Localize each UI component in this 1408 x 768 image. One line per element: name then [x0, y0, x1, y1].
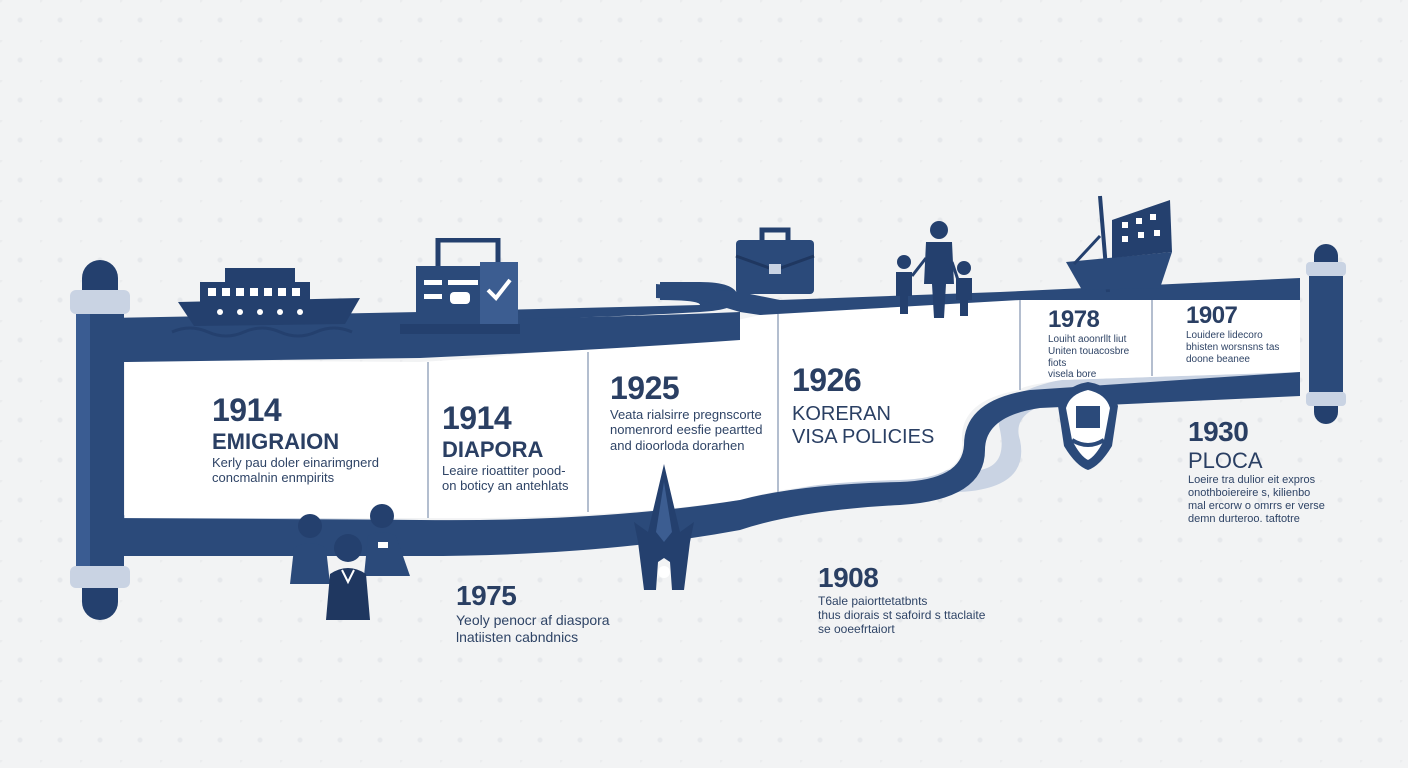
event-title: EMIGRAION — [212, 429, 340, 454]
event-1914-emigration: 1914 EMIGRAION Kerly pau doler einarimgn… — [212, 392, 412, 486]
event-1907: 1907 Louidere lidecoro bhisten worsnsns … — [1186, 302, 1298, 365]
event-year: 1908 — [818, 562, 879, 593]
briefcase-icon — [735, 227, 815, 294]
event-year: 1925 — [610, 370, 680, 406]
event-desc-line: on boticy an antehlats — [442, 478, 569, 494]
event-desc-line: Veata rialsirre pregnscorte — [610, 407, 762, 422]
event-desc-line: Uniten touacosbre fiots — [1048, 345, 1130, 369]
event-desc-line: mal ercorw o omrrs er verse — [1188, 499, 1325, 512]
family-icon — [896, 221, 972, 318]
event-1930-ploca: 1930 PLOCA Loeire tra dulior eit expros … — [1188, 416, 1348, 526]
ship-icon — [171, 268, 360, 338]
event-desc-line: lnatiisten cabndnics — [456, 628, 579, 645]
event-desc-line: T6ale paiorttetatbnts — [818, 594, 928, 608]
scroll-roller-right-cap-top — [1306, 262, 1346, 276]
event-1975: 1975 Yeoly penocr af diaspora lnatiisten… — [456, 580, 646, 645]
event-year: 1907 — [1186, 302, 1238, 329]
event-year: 1914 — [212, 392, 282, 428]
ribbon-top-band — [110, 282, 739, 322]
event-1926: 1926 KORERAN VISA POLICIES — [792, 362, 960, 449]
event-desc-line: Loeire tra dulior eit expros — [1188, 474, 1316, 486]
emblem-icon — [1058, 382, 1118, 470]
event-year: 1978 — [1048, 306, 1100, 333]
event-title: PLOCA — [1188, 448, 1263, 473]
landmark-icon — [634, 464, 694, 590]
event-year: 1975 — [456, 580, 517, 611]
event-desc-line: Kerly pau doler einarimgnerd — [212, 455, 379, 470]
ribbon-panel-right — [1020, 300, 1300, 390]
event-1914-diapora: 1914 DIAPORA Leaire rioattiter pood- on … — [442, 400, 582, 494]
event-desc-line: nomenrord eesfie peartted — [610, 422, 763, 438]
event-1978: 1978 Louiht aoonrllt liut Uniten touacos… — [1048, 306, 1148, 381]
event-desc-line: demn durteroo. taftotre — [1188, 512, 1300, 525]
event-desc-line: Louidere lidecoro — [1186, 330, 1263, 341]
event-desc-line: thus diorais st safoird s ttaclaite — [818, 608, 986, 623]
event-year: 1914 — [442, 400, 512, 436]
event-year: 1926 — [792, 362, 862, 398]
event-desc-line: bhisten worsnsns tas — [1186, 341, 1280, 353]
event-title: DIAPORA — [442, 437, 544, 462]
ribbon-bottom-band — [110, 372, 1300, 556]
event-1925: 1925 Veata rialsirre pregnscorte nomenro… — [610, 370, 775, 453]
scroll-roller-left-cap-top — [70, 290, 130, 314]
scroll-roller-right-cap-bottom — [1306, 392, 1346, 406]
event-desc-line: onothboiereire s, kilienbo — [1188, 486, 1311, 499]
event-desc-line: Leaire rioattiter pood- — [442, 463, 566, 478]
event-desc-line: visela bore — [1048, 369, 1097, 381]
event-desc-line: Yeoly penocr af diaspora — [456, 612, 610, 628]
people-group-icon — [290, 504, 410, 620]
event-desc-line: concmalnin enmpirits — [212, 470, 335, 486]
historic-ship-icon — [1066, 195, 1172, 293]
event-desc-line: Louiht aoonrllt liut — [1048, 334, 1127, 345]
event-desc-line: se ooeefrtaiort — [818, 622, 895, 637]
event-title-line: KORERAN — [792, 403, 891, 425]
event-desc-line: doone beanee — [1186, 353, 1250, 365]
event-title-line: VISA POLICIES — [792, 426, 935, 448]
ribbon-panel — [125, 300, 1020, 519]
event-year: 1930 — [1188, 416, 1249, 447]
event-desc-line: and dioorloda dorarhen — [610, 437, 745, 453]
ballot-box-icon — [400, 238, 520, 334]
scroll-roller-left-cap-bottom — [70, 566, 130, 588]
event-1908: 1908 T6ale paiorttetatbnts thus diorais … — [818, 562, 1018, 636]
